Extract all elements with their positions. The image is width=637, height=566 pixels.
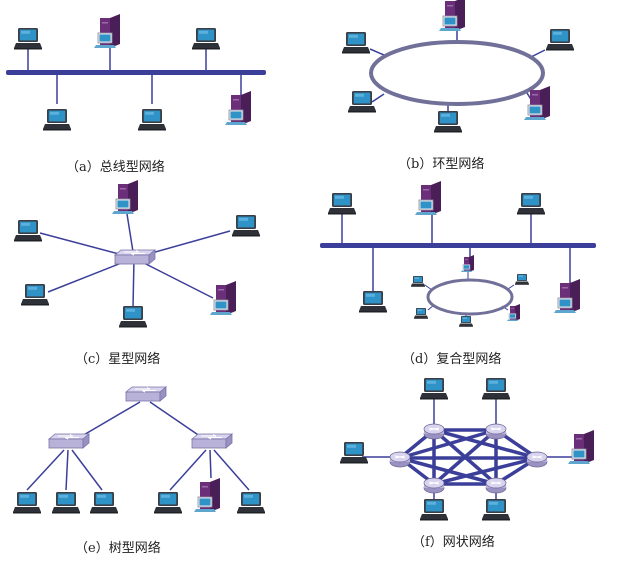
caption-ring: （b）环型网络 [398, 156, 484, 172]
router-icon [423, 477, 445, 494]
laptop-icon [328, 193, 356, 215]
network-switch-icon [125, 386, 167, 402]
network-switch-icon [48, 433, 90, 449]
laptop-icon [359, 291, 387, 313]
desktop-computer-icon [460, 254, 475, 273]
laptop-icon [342, 32, 370, 54]
laptop-icon [90, 492, 118, 514]
bus-network-diagram: （a）总线型网络 [6, 13, 266, 175]
bus-cable [6, 70, 266, 75]
tree-network-diagram: （e）树型网络 [13, 386, 265, 556]
laptop-icon [14, 220, 42, 242]
router-icon [389, 451, 411, 468]
caption-star: （c）星型网络 [75, 351, 160, 367]
desktop-computer-icon [414, 180, 442, 216]
laptop-icon [43, 109, 71, 131]
laptop-icon [515, 274, 529, 285]
laptop-icon [414, 308, 428, 319]
caption-bus: （a）总线型网络 [66, 159, 165, 175]
laptop-icon [52, 492, 80, 514]
desktop-computer-icon [553, 278, 581, 314]
laptop-icon [340, 442, 368, 464]
router-icon [423, 423, 445, 440]
desktop-computer-icon [567, 429, 595, 465]
router-icon [485, 477, 507, 494]
caption-mesh: （f）网状网络 [412, 534, 495, 550]
laptop-icon [411, 276, 425, 287]
desktop-computer-icon [224, 90, 252, 126]
caption-tree: （e）树型网络 [75, 540, 161, 556]
laptop-icon [517, 193, 545, 215]
laptop-icon [420, 499, 448, 521]
laptop-icon [21, 284, 49, 306]
laptop-icon [13, 492, 41, 514]
ring-cable [426, 278, 514, 316]
laptop-icon [348, 91, 376, 113]
caption-hybrid: （d）复合型网络 [402, 351, 501, 367]
ring-cable [369, 40, 545, 106]
desktop-computer-icon [506, 303, 521, 322]
laptop-icon [119, 306, 147, 328]
bus-cable [320, 243, 596, 248]
laptop-icon [138, 109, 166, 131]
laptop-icon [154, 492, 182, 514]
laptop-icon [546, 29, 574, 51]
hybrid-network-diagram: （d）复合型网络 [320, 180, 596, 367]
network-switch-icon [191, 433, 233, 449]
mesh-network-diagram: （f）网状网络 [340, 378, 595, 550]
router-icon [526, 451, 548, 468]
network-switch-icon [114, 249, 156, 265]
laptop-icon [192, 28, 220, 50]
laptop-icon [14, 28, 42, 50]
laptop-icon [420, 378, 448, 400]
desktop-computer-icon [111, 179, 139, 215]
laptop-icon [232, 215, 260, 237]
laptop-icon [459, 316, 473, 327]
desktop-computer-icon [93, 13, 121, 49]
laptop-icon [434, 111, 462, 133]
laptop-icon [482, 378, 510, 400]
star-network-diagram: （c）星型网络 [14, 179, 260, 367]
router-icon [485, 423, 507, 440]
ring-network-diagram: （b）环型网络 [342, 0, 574, 172]
desktop-computer-icon [438, 0, 466, 32]
desktop-computer-icon [209, 280, 237, 316]
mesh-links [398, 428, 539, 486]
laptop-icon [482, 499, 510, 521]
desktop-computer-icon [193, 477, 221, 513]
laptop-icon [237, 492, 265, 514]
